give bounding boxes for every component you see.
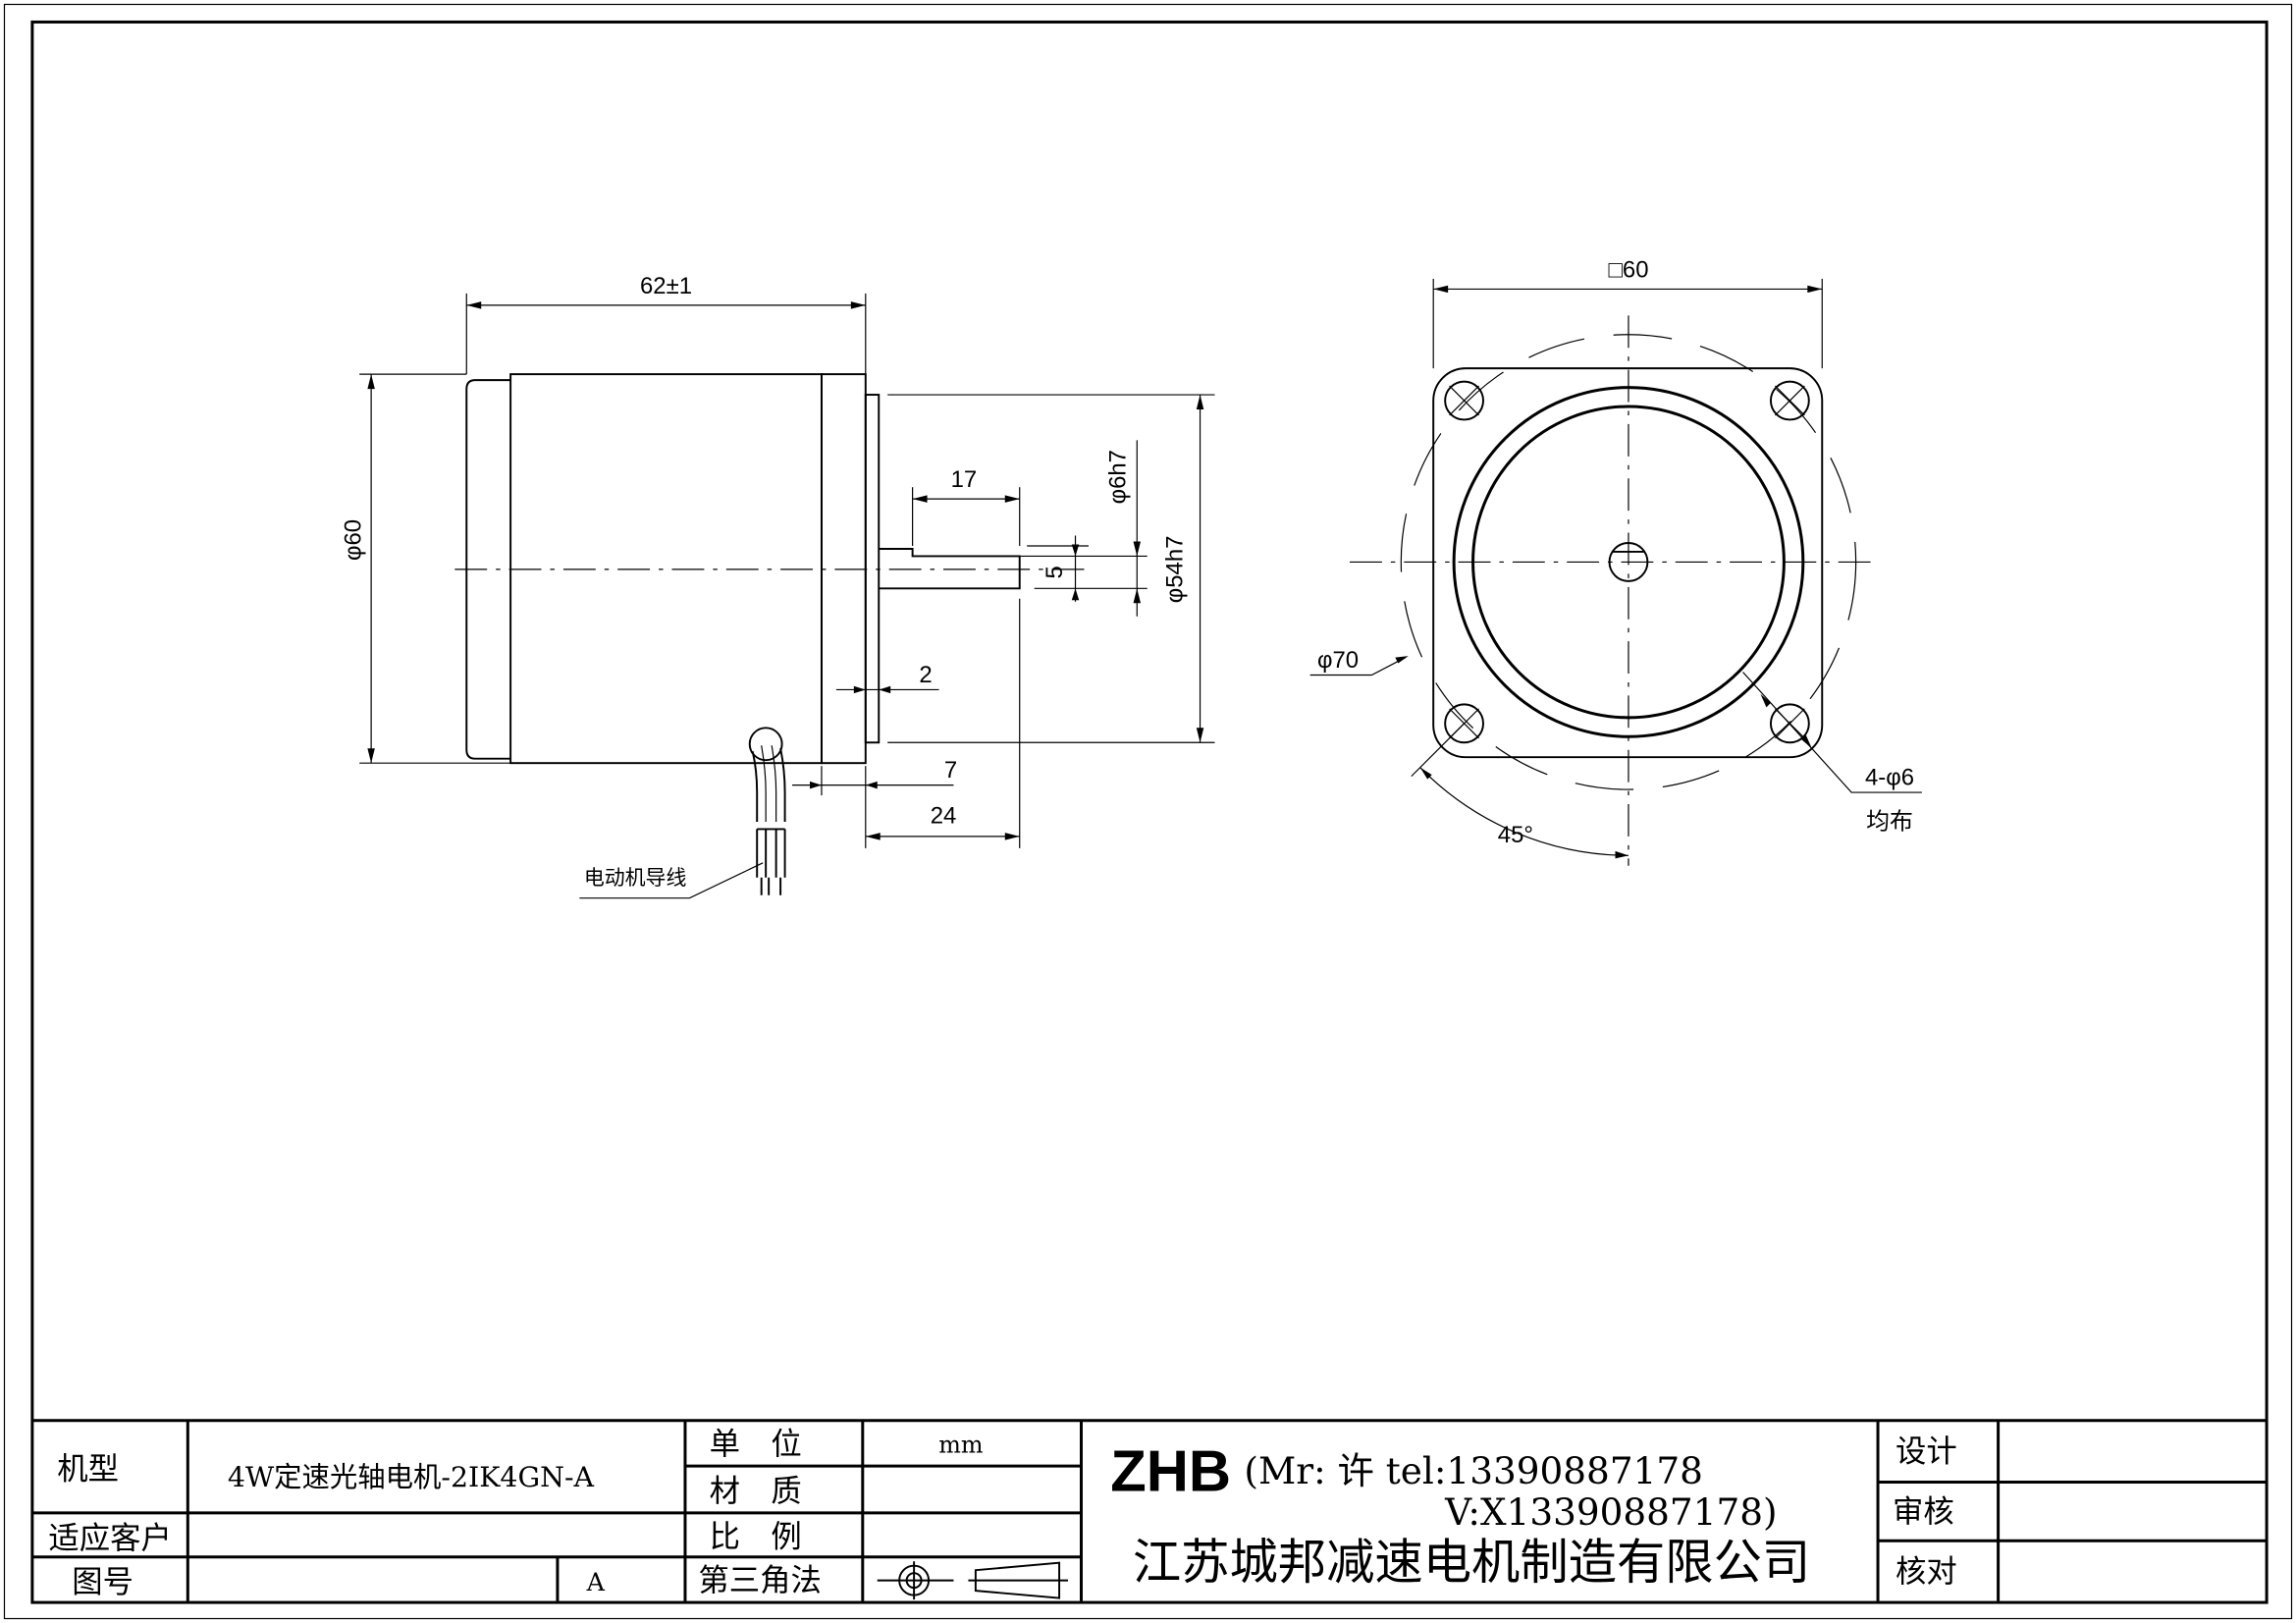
review-label: 审核 [1893, 1494, 1954, 1530]
dim-spigot-thickness: 2 [919, 662, 932, 688]
dim-front-section: 7 [944, 757, 957, 784]
dim-shaft-length: 17 [951, 466, 978, 493]
wire-label: 电动机导线 [584, 867, 687, 890]
outer-border [3, 3, 2293, 1620]
revision: A [586, 1567, 606, 1596]
dim-holes: 4-φ6 [1865, 765, 1914, 791]
motor-wire [748, 727, 786, 895]
drawing-no-label: 图号 [72, 1565, 133, 1600]
front-section [820, 373, 867, 765]
side-view: 电动机导线 62±1 φ60 φ54h7 φ6h7 5 [341, 273, 1215, 899]
scale-label: 比 例 [710, 1519, 802, 1554]
dim-flat: 5 [1041, 566, 1068, 578]
spigot-flange [864, 394, 881, 744]
contact-line-1: (Mr: 许 tel:13390887178 [1244, 1449, 1703, 1492]
material-label: 材 质 [710, 1474, 802, 1509]
dim-length: 62±1 [640, 273, 692, 299]
dim-body-diameter: φ60 [341, 519, 367, 561]
title-block: 机型 4W定速光轴电机-2IK4GN-A 适应客户 图号 A 单 位 mm 材 … [31, 1419, 2268, 1601]
third-angle-projection-symbol [877, 1561, 1069, 1600]
design-label: 设计 [1896, 1434, 1957, 1470]
customer-label: 适应客户 [48, 1521, 172, 1556]
dim-pcd: φ70 [1317, 647, 1359, 674]
mounting-holes [1444, 380, 1810, 744]
mounting-flange [1432, 367, 1824, 759]
model-label: 机型 [57, 1452, 119, 1488]
company-name: 江苏城邦减速电机制造有限公司 [1133, 1534, 1810, 1591]
motor-body [509, 373, 823, 765]
dim-spigot-diameter: φ54h7 [1162, 536, 1189, 604]
contact-line-2: V:X13390887178) [1444, 1490, 1777, 1534]
dim-angle: 45° [1498, 822, 1533, 848]
inner-frame [30, 20, 2269, 1604]
dim-shaft-extension: 24 [931, 802, 957, 829]
dim-shaft-diameter: φ6h7 [1104, 450, 1131, 504]
front-view: □60 φ70 4-φ6 均布 45° [1309, 256, 1922, 866]
projection-label: 第三角法 [698, 1563, 822, 1598]
wire-leader [579, 862, 764, 899]
unit-label: 单 位 [710, 1427, 802, 1462]
dim-square: □60 [1608, 256, 1648, 283]
dim-holes-note: 均布 [1866, 808, 1913, 835]
check-label: 核对 [1896, 1554, 1957, 1590]
brand-logo: ZHB [1110, 1437, 1231, 1503]
unit-value: mm [938, 1432, 984, 1459]
output-shaft [879, 548, 1021, 590]
model-value: 4W定速光轴电机-2IK4GN-A [228, 1461, 595, 1493]
